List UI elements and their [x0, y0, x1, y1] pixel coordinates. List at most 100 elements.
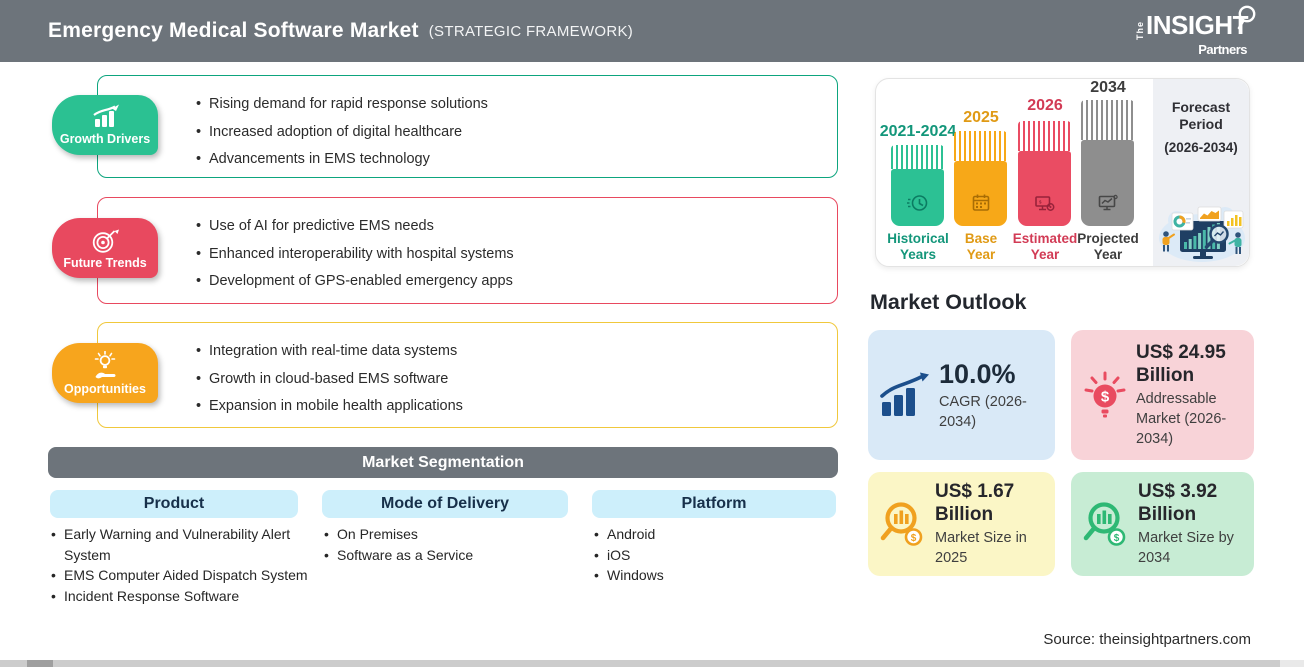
- list-item: EMS Computer Aided Dispatch System: [50, 565, 308, 586]
- horizontal-scrollbar-thumb[interactable]: [27, 660, 53, 667]
- calendar-icon: [972, 194, 989, 211]
- bullet-item: Increased adoption of digital healthcare: [194, 119, 819, 147]
- monitor-gear-icon: $: [1034, 196, 1054, 211]
- page-subtitle: (STRATEGIC FRAMEWORK): [428, 22, 634, 40]
- cagr-label: CAGR (2026-2034): [939, 393, 1027, 430]
- product-list: Early Warning and Vulnerability Alert Sy…: [50, 524, 308, 606]
- logo-name: INSIGHT: [1146, 10, 1248, 40]
- magnifier-finance-icon-green: $: [1083, 502, 1126, 546]
- magnifier-finance-icon-orange: $: [880, 502, 923, 546]
- history-clock-icon: [906, 195, 927, 211]
- base-year-value: 2025: [963, 109, 999, 126]
- historical-years-bar: [891, 145, 944, 226]
- svg-text:$: $: [1114, 533, 1120, 544]
- historical-years-value: 2021-2024: [879, 123, 957, 140]
- forecast-label: Forecast: [1171, 99, 1231, 115]
- analytics-illustration: [1159, 206, 1245, 262]
- market-outlook-title: Market Outlook: [870, 290, 1027, 314]
- list-item: On Premises: [323, 524, 568, 545]
- list-item: Software as a Service: [323, 545, 568, 566]
- market-segmentation-header: Market Segmentation: [48, 447, 838, 478]
- market-size-2034-value: US$ 3.92 Billion: [1138, 481, 1218, 525]
- header-bar: Emergency Medical Software Market (STRAT…: [0, 0, 1304, 62]
- bar-body: [1081, 140, 1134, 226]
- horizontal-scrollbar-track[interactable]: [0, 660, 1304, 667]
- projected-year-value: 2034: [1090, 79, 1126, 96]
- bar-stripes: [954, 131, 1007, 161]
- list-item: Windows: [593, 565, 833, 586]
- bar-stripes: [1018, 121, 1071, 151]
- list-item: iOS: [593, 545, 833, 566]
- logo-wordmark: INSIGHT Partners: [1146, 5, 1256, 63]
- future-trends-pill: Future Trends: [52, 218, 158, 278]
- base-year-bar: [954, 131, 1007, 226]
- forecast-period-panel: Forecast Period (2026-2034): [1153, 79, 1249, 266]
- insight-partners-logo: The INSIGHT Partners: [1135, 5, 1256, 63]
- bar-body: [1018, 151, 1071, 226]
- platform-list: Android iOS Windows: [593, 524, 833, 586]
- bullet-item: Integration with real-time data systems: [194, 338, 819, 366]
- projected-year-bar: [1081, 100, 1134, 226]
- list-item: Android: [593, 524, 833, 545]
- bulb-dollar-icon: $: [1084, 371, 1126, 418]
- addressable-market-card: $ US$ 24.95 Billion Addressable Market (…: [1071, 330, 1254, 460]
- segment-column-mode-of-delivery: Mode of Delivery: [322, 490, 568, 518]
- addressable-market-value: US$ 24.95 Billion: [1136, 342, 1226, 386]
- bullet-item: Advancements in EMS technology: [194, 146, 819, 174]
- logo-prefix: The: [1135, 20, 1146, 40]
- market-size-2025-value: US$ 1.67 Billion: [935, 481, 1015, 525]
- growth-drivers-box: Rising demand for rapid response solutio…: [97, 75, 838, 178]
- cagr-value: 10.0%: [939, 358, 1016, 389]
- growth-drivers-pill: Growth Drivers: [52, 95, 158, 155]
- market-size-2025-card: $ US$ 1.67 Billion Market Size in 2025: [868, 472, 1055, 576]
- list-item: Early Warning and Vulnerability Alert Sy…: [50, 524, 308, 565]
- svg-text:$: $: [1101, 389, 1110, 406]
- growth-chart-icon: [93, 104, 119, 127]
- forecast-label: Period: [1179, 116, 1223, 132]
- scrollbar-corner: [1280, 660, 1304, 667]
- bullet-item: Use of AI for predictive EMS needs: [194, 213, 819, 241]
- market-size-2034-label: Market Size by 2034: [1138, 530, 1234, 566]
- target-dart-icon: [92, 229, 119, 253]
- svg-text:$: $: [911, 533, 917, 544]
- magnifier-icon: [1237, 5, 1256, 30]
- page-title: Emergency Medical Software Market: [48, 19, 419, 42]
- bullet-item: Development of GPS-enabled emergency app…: [194, 268, 819, 296]
- cagr-card: 10.0% CAGR (2026-2034): [868, 330, 1055, 460]
- future-trends-box: Use of AI for predictive EMS needs Enhan…: [97, 197, 838, 304]
- bar-stripes: [891, 145, 944, 169]
- market-size-2025-label: Market Size in 2025: [935, 530, 1027, 566]
- bulb-hand-icon: [94, 350, 116, 378]
- future-trends-list: Use of AI for predictive EMS needs Enhan…: [98, 198, 837, 296]
- bar-body: [954, 161, 1007, 226]
- segment-column-platform: Platform: [592, 490, 836, 518]
- svg-text:$: $: [1039, 200, 1042, 205]
- segment-column-product: Product: [50, 490, 298, 518]
- forecast-range: (2026-2034): [1164, 140, 1238, 155]
- estimated-year-bar: $: [1018, 121, 1071, 226]
- forecast-timeline-card: Forecast Period (2026-2034): [875, 78, 1250, 267]
- monitor-chart-icon: [1098, 194, 1118, 211]
- opportunities-list: Integration with real-time data systems …: [98, 323, 837, 421]
- list-item: Incident Response Software: [50, 586, 308, 607]
- bullet-item: Expansion in mobile health applications: [194, 393, 819, 421]
- bullet-item: Growth in cloud-based EMS software: [194, 366, 819, 394]
- opportunities-label: Opportunities: [64, 381, 146, 396]
- growth-drivers-list: Rising demand for rapid response solutio…: [98, 76, 837, 174]
- logo-suffix: Partners: [1198, 42, 1247, 57]
- bar-stripes: [1081, 100, 1134, 140]
- future-trends-label: Future Trends: [63, 255, 147, 270]
- market-size-2034-card: $ US$ 3.92 Billion Market Size by 2034: [1071, 472, 1254, 576]
- cagr-growth-icon: [880, 372, 929, 416]
- growth-drivers-label: Growth Drivers: [59, 132, 151, 146]
- bullet-item: Rising demand for rapid response solutio…: [194, 91, 819, 119]
- estimated-year-value: 2026: [1027, 97, 1063, 114]
- opportunities-pill: Opportunities: [52, 343, 158, 403]
- bullet-item: Enhanced interoperability with hospital …: [194, 241, 819, 269]
- opportunities-box: Integration with real-time data systems …: [97, 322, 838, 428]
